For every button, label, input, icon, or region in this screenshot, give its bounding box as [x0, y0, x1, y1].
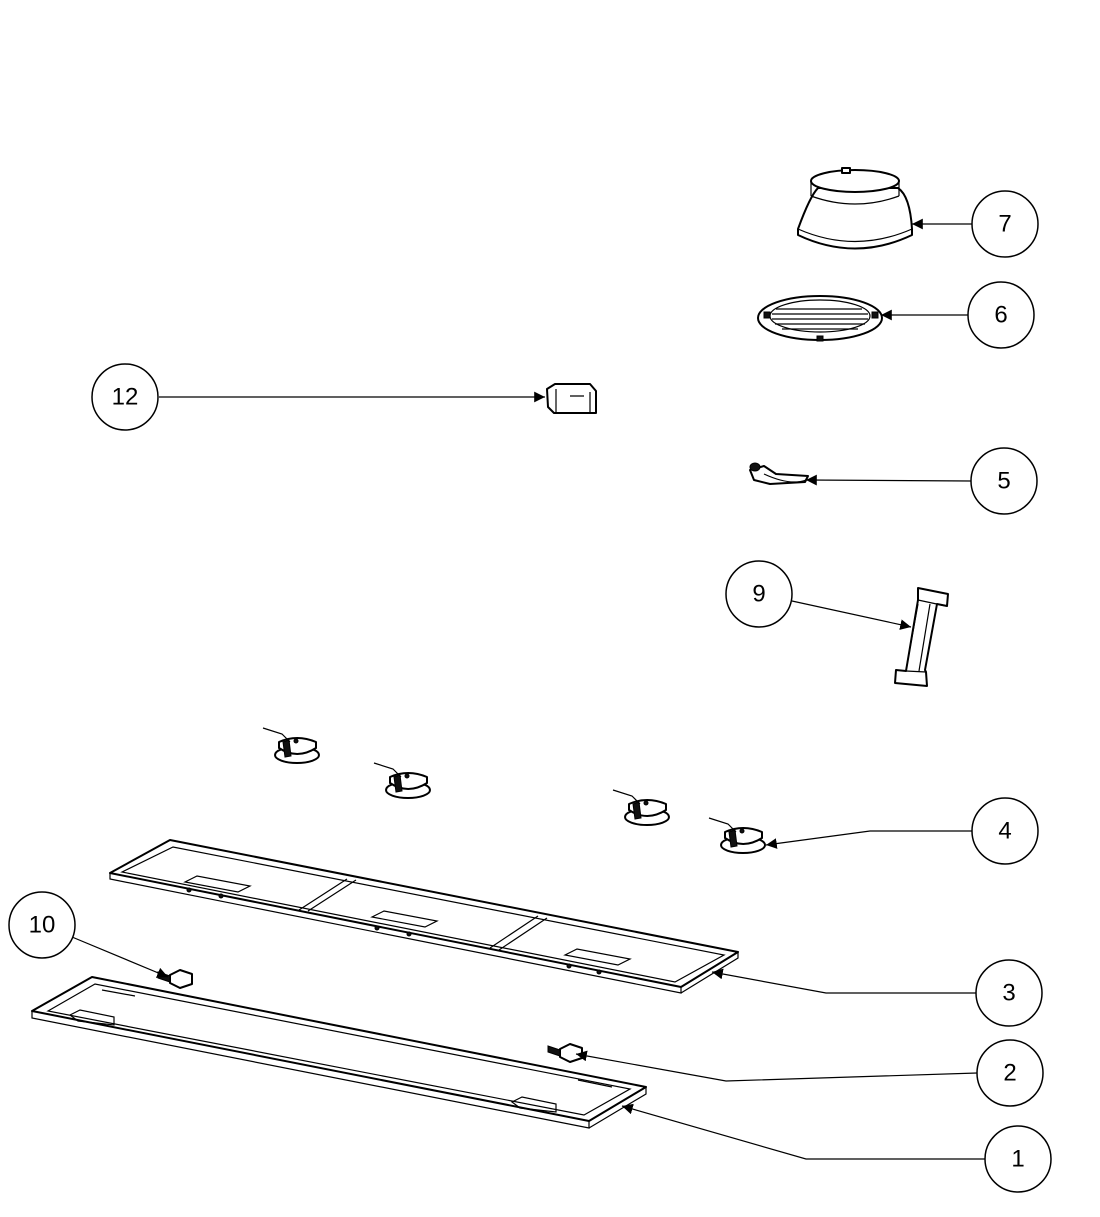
- latch-part-2: [547, 1043, 583, 1063]
- callout-6: 6: [967, 281, 1035, 349]
- callout-label: 3: [1002, 980, 1015, 1007]
- leader-line-9: [791, 600, 912, 630]
- lamp-part-b: [373, 762, 431, 799]
- filter-panels-part: [109, 839, 739, 994]
- connector-part: [749, 462, 809, 485]
- callout-label: 12: [112, 384, 139, 411]
- callout-label: 6: [994, 302, 1007, 329]
- callout-9: 9: [725, 560, 793, 628]
- callout-3: 3: [975, 959, 1043, 1027]
- leader-line-3: [711, 968, 976, 994]
- callout-label: 1: [1011, 1146, 1024, 1173]
- callout-10: 10: [8, 891, 76, 959]
- lamp-part-a: [262, 727, 320, 764]
- leader-line-2: [575, 1050, 978, 1082]
- leader-line-4: [765, 830, 972, 849]
- callout-label: 2: [1003, 1060, 1016, 1087]
- callout-label: 10: [29, 912, 56, 939]
- clip-part: [546, 383, 597, 414]
- latch-part-10: [157, 969, 193, 989]
- callout-label: 4: [998, 818, 1011, 845]
- lamp-part-d: [708, 817, 766, 854]
- round-grille-part: [757, 295, 883, 342]
- leader-line-10: [71, 936, 169, 978]
- callout-label: 5: [997, 468, 1010, 495]
- callout-4: 4: [971, 797, 1039, 865]
- leader-line-5: [805, 474, 972, 486]
- callout-1: 1: [984, 1125, 1052, 1193]
- callout-5: 5: [970, 447, 1038, 515]
- leader-lines: [71, 218, 985, 1160]
- duct-collar-part: [797, 167, 913, 250]
- callout-12: 12: [91, 363, 159, 431]
- callout-7: 7: [971, 190, 1039, 258]
- callout-label: 7: [998, 211, 1011, 238]
- callout-2: 2: [976, 1039, 1044, 1107]
- bracket-part: [894, 587, 949, 687]
- lamp-part-c: [612, 789, 670, 826]
- leader-line-1: [621, 1103, 985, 1160]
- callout-label: 9: [752, 581, 765, 608]
- lower-frame-part: [31, 976, 647, 1129]
